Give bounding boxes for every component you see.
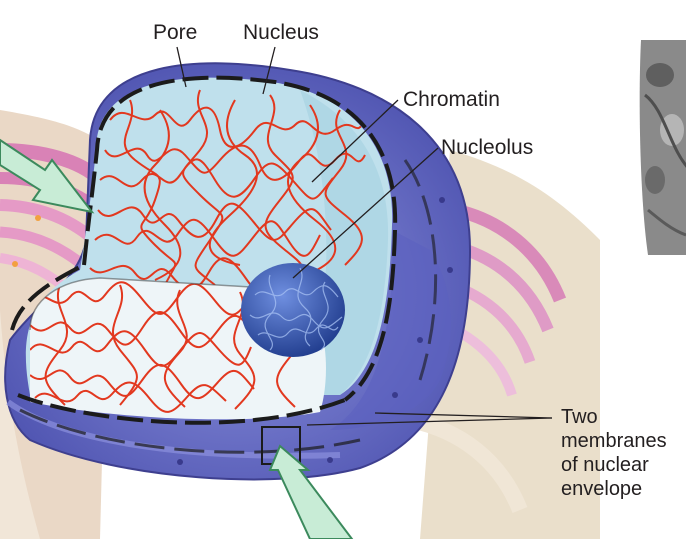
pointer-arrow-left xyxy=(0,138,95,214)
label-nucleus: Nucleus xyxy=(243,21,319,44)
chromatin-network-back xyxy=(89,89,366,295)
label-line: envelope xyxy=(561,478,643,500)
label-nucleolus: Nucleolus xyxy=(441,136,534,159)
label-pore: Pore xyxy=(153,21,198,44)
label-line: Two xyxy=(561,406,598,428)
label-chromatin: Chromatin xyxy=(403,88,500,111)
label-line: of nuclear xyxy=(561,454,649,476)
envelope-rim xyxy=(82,75,398,266)
label-nuclear-envelope: Two membranes of nuclear envelope xyxy=(561,405,667,501)
nucleolus-body xyxy=(241,263,345,357)
label-line: membranes xyxy=(561,430,667,452)
pointer-arrow-bottom xyxy=(268,444,354,539)
micrograph-image xyxy=(639,40,686,255)
pore-dots xyxy=(177,197,453,465)
leader-lines xyxy=(176,46,553,426)
